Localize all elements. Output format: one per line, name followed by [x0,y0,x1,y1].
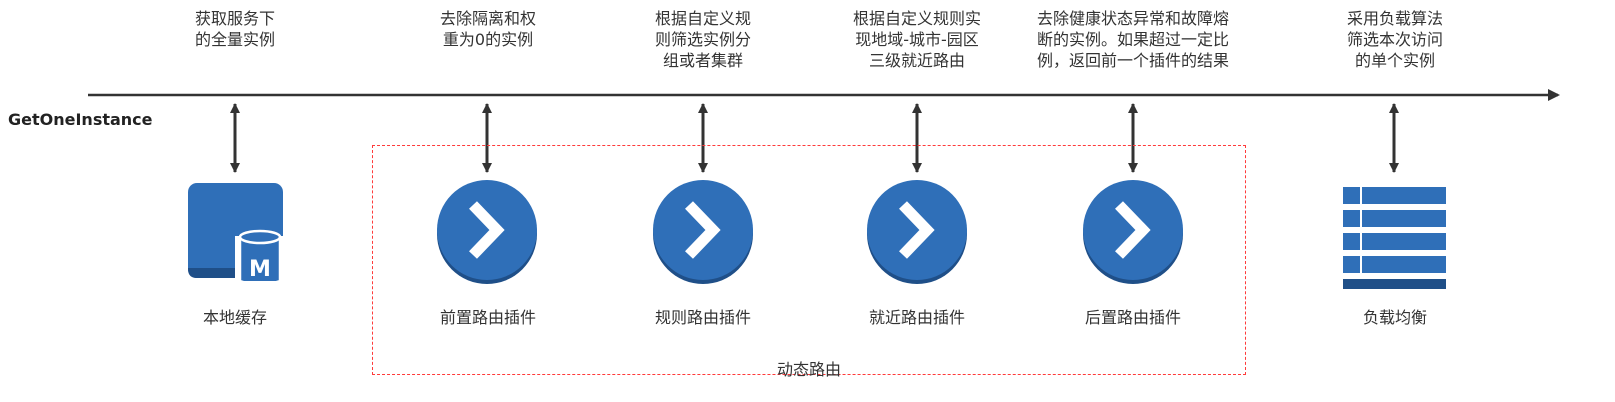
step-description: 去除健康状态异常和故障熔断的实例。如果超过一定比例，返回前一个插件的结果 [1036,9,1229,70]
chevron-right-circle-icon [437,180,537,284]
group-label: 动态路由 [776,360,841,379]
step-description: 根据自定义规则实现地域-城市-园区三级就近路由 [852,9,981,70]
step-label: 就近路由插件 [868,308,965,327]
svg-text:M: M [249,257,271,282]
chevron-right-circle-icon [1083,180,1183,284]
step-description: 根据自定义规则筛选实例分组或者集群 [654,9,751,70]
axis-label: GetOneInstance [8,110,153,129]
step-label: 本地缓存 [202,308,267,327]
step-description: 获取服务下的全量实例 [194,9,275,49]
step-description: 采用负载算法筛选本次访问的单个实例 [1346,9,1443,70]
step-label: 规则路由插件 [654,308,751,327]
step-label: 前置路由插件 [439,308,536,327]
list-table-icon [1343,187,1446,289]
step-label: 后置路由插件 [1084,308,1181,327]
database-cache-icon: M [188,183,283,286]
step-description: 去除隔离和权重为0的实例 [439,9,536,49]
dynamic-routing-group: 动态路由 [372,145,1246,379]
chevron-right-circle-icon [867,180,967,284]
step-label: 负载均衡 [1362,308,1427,327]
chevron-right-circle-icon [653,180,753,284]
